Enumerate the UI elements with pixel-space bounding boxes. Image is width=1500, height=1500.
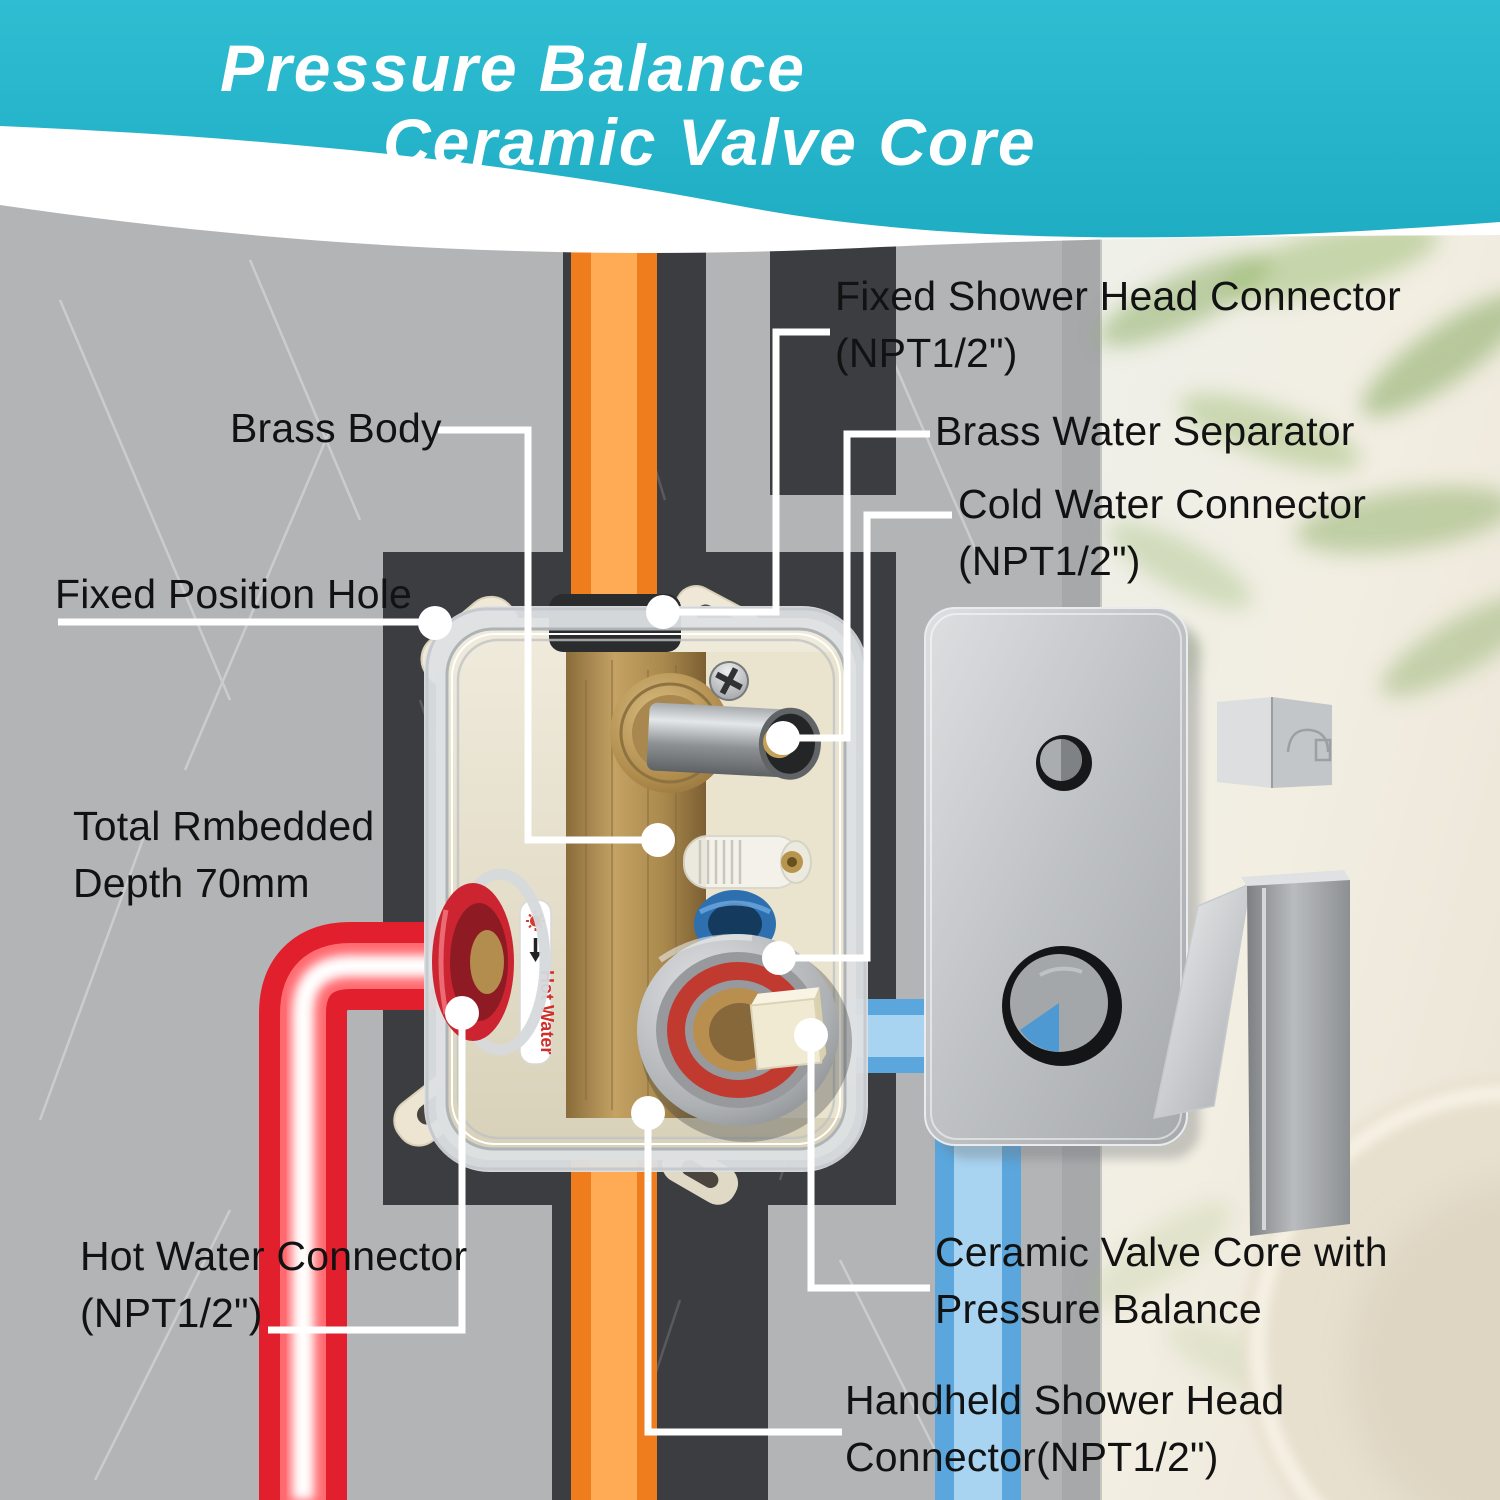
ceramic-cartridge	[637, 933, 852, 1142]
callout-line: Depth 70mm	[73, 860, 310, 906]
leader-dots	[418, 595, 828, 1130]
callout-line: (NPT1/2")	[958, 538, 1141, 584]
lever-handle	[1153, 870, 1350, 1236]
banner-title-line1: Pressure Balance	[220, 31, 807, 105]
callout-line: Cold Water Connector	[958, 481, 1367, 527]
callout-brass-body: Brass Body	[230, 400, 442, 457]
plate-small-hole	[1036, 735, 1092, 791]
callout-line: (NPT1/2")	[80, 1290, 263, 1336]
callout-line: Fixed Position Hole	[55, 571, 413, 617]
banner-teal	[0, 0, 1500, 238]
callout-brass-water-separator: Brass Water Separator	[935, 403, 1355, 460]
callout-line: Brass Water Separator	[935, 408, 1355, 454]
callout-line: Brass Body	[230, 405, 442, 451]
leader-ceramic-core	[807, 1038, 930, 1292]
plate-large-hole	[1002, 946, 1122, 1066]
cartridge-square-shaft	[749, 987, 827, 1071]
leader-brass-body	[438, 426, 660, 844]
callout-handheld-shower: Handheld Shower Head Connector(NPT1/2")	[845, 1372, 1284, 1486]
blurred-shower-head	[1242, 1077, 1500, 1500]
callout-line: Ceramic Valve Core with	[935, 1229, 1388, 1275]
leader-hot-water	[268, 1016, 466, 1334]
callout-cold-water: Cold Water Connector (NPT1/2")	[958, 476, 1366, 590]
callout-line: (NPT1/2")	[835, 330, 1018, 376]
leader-cold-water	[782, 511, 952, 962]
hot-water-pipe-red	[259, 922, 466, 1500]
cold-water-pipe	[850, 999, 1021, 1500]
callout-line: Fixed Shower Head Connector	[835, 273, 1402, 319]
adjuster-plug	[683, 835, 812, 889]
callout-embedded-depth: Total Rmbedded Depth 70mm	[73, 798, 374, 912]
down-arrow-icon	[529, 938, 542, 962]
leader-brass-water-separator	[786, 430, 930, 742]
banner	[0, 0, 1500, 253]
banner-title-line2: Ceramic Valve Core	[383, 105, 1037, 179]
phillips-screw	[709, 661, 749, 701]
callout-line: Total Rmbedded	[73, 803, 375, 849]
callout-line: Hot Water Connector	[80, 1233, 468, 1279]
callout-hot-water: Hot Water Connector (NPT1/2")	[80, 1228, 467, 1342]
callout-ceramic-valve-core: Ceramic Valve Core with Pressure Balance	[935, 1224, 1388, 1338]
leader-fixed-shower	[666, 328, 830, 616]
leader-handheld	[644, 1116, 842, 1436]
leader-lines	[58, 328, 952, 1436]
handheld-shower-icon	[1286, 728, 1332, 762]
diverter-cube	[1217, 697, 1332, 788]
rough-in-valve: Hot Water	[393, 585, 868, 1205]
callout-fixed-shower-head: Fixed Shower Head Connector (NPT1/2")	[835, 268, 1401, 382]
trim-plate	[924, 607, 1200, 1159]
callout-line: Connector(NPT1/2")	[845, 1434, 1219, 1480]
callout-fixed-position-hole: Fixed Position Hole	[55, 566, 412, 623]
callout-line: Handheld Shower Head	[845, 1377, 1285, 1423]
callout-line: Pressure Balance	[935, 1286, 1262, 1332]
